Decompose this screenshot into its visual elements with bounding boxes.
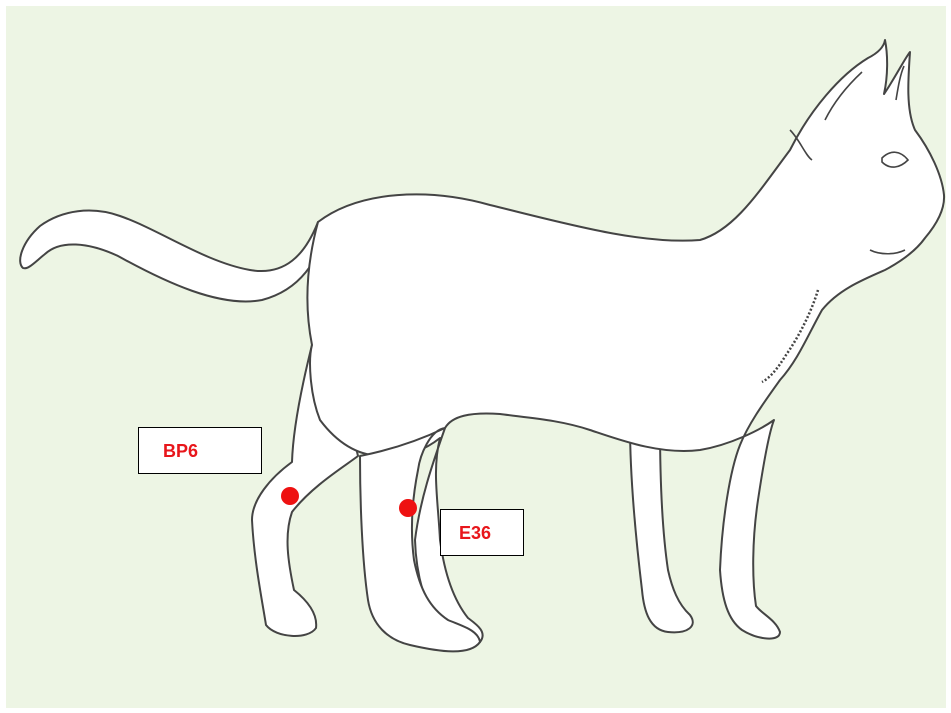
- acupoint-label-e36: E36: [440, 509, 524, 556]
- acupoint-label-text: BP6: [163, 442, 198, 460]
- cat-illustration: [6, 6, 946, 708]
- acupoint-label-text: E36: [459, 524, 491, 542]
- acupoint-label-bp6: BP6: [138, 427, 262, 474]
